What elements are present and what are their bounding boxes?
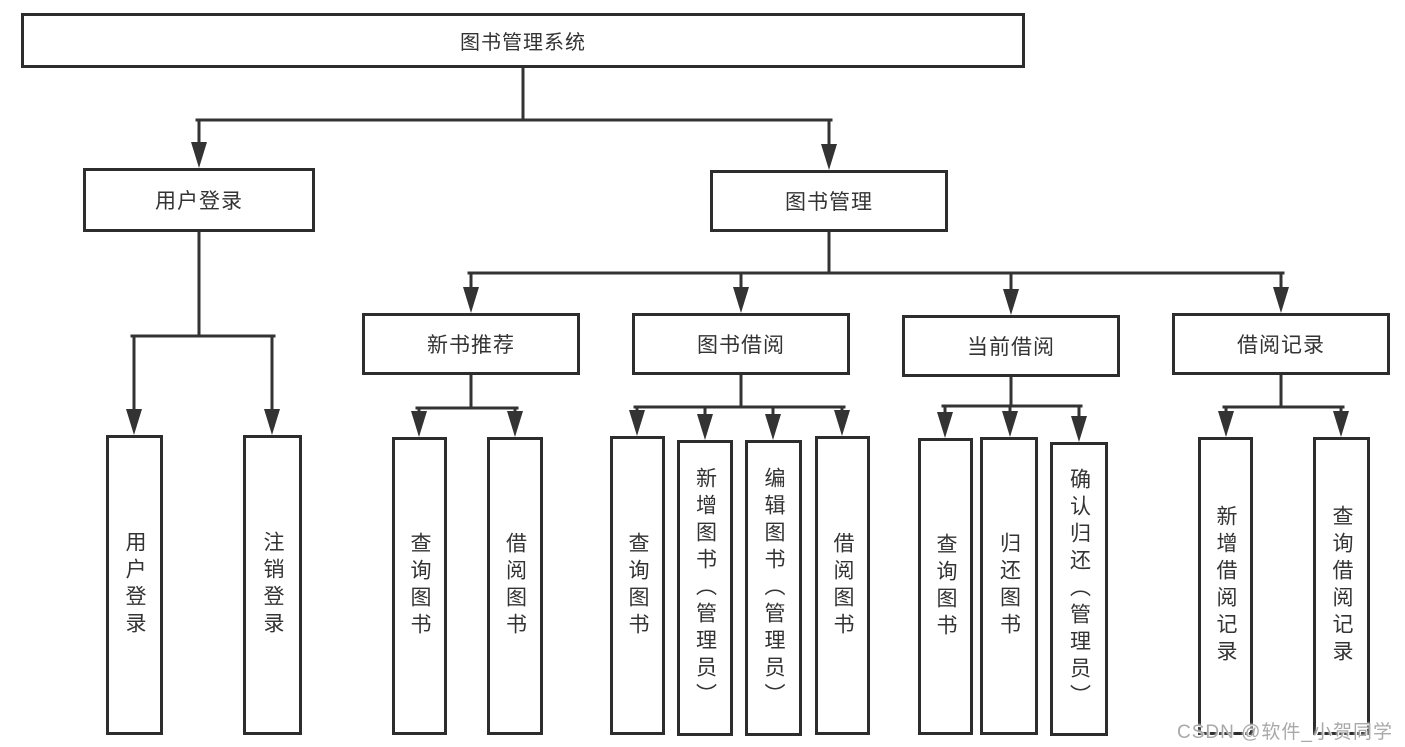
root-node-label: 图书管理系统 [460,32,586,54]
node-borrowing-records: 借阅记录 [1172,313,1390,375]
leaf-query-books-borrowing-label: 查询图书 [626,531,649,640]
leaf-borrow-books: 借阅图书 [815,436,870,735]
leaf-edit-books-admin-label: 编辑图书（管理员） [762,466,785,710]
leaf-add-books-admin-label: 新增图书（管理员） [693,466,717,710]
root-node-library-system: 图书管理系统 [21,13,1025,68]
node-book-management: 图书管理 [710,170,948,232]
leaf-query-books-recommend-label: 查询图书 [408,532,431,640]
leaf-query-books-borrowing: 查询图书 [610,436,665,735]
node-book-borrowing: 图书借阅 [632,313,850,375]
node-current-borrowing: 当前借阅 [902,315,1120,377]
tree-edges [130,66,1345,423]
leaf-confirm-return-admin-label: 确认归还（管理员） [1067,467,1091,711]
leaf-add-books-admin: 新增图书（管理员） [677,440,733,736]
leaf-query-books-recommend: 查询图书 [392,437,447,735]
node-current-borrowing-label: 当前借阅 [967,336,1055,359]
leaf-borrow-books-recommend: 借阅图书 [487,437,543,735]
leaf-user-login-label: 用户登录 [123,531,146,639]
node-new-book-recommend: 新书推荐 [362,313,580,375]
leaf-return-books-label: 归还图书 [997,532,1021,640]
leaf-query-borrow-record: 查询借阅记录 [1313,437,1370,735]
leaf-add-borrow-record-label: 新增借阅记录 [1214,505,1237,667]
node-book-borrowing-label: 图书借阅 [697,334,785,357]
csdn-watermark: CSDN @软件_小贺同学 [1177,722,1393,743]
leaf-query-borrow-record-label: 查询借阅记录 [1330,505,1353,667]
leaf-query-books-current: 查询图书 [918,438,973,735]
node-new-book-recommend-label: 新书推荐 [427,334,515,357]
node-user-login-label: 用户登录 [155,190,243,213]
node-book-management-label: 图书管理 [785,191,873,214]
node-user-login: 用户登录 [83,168,315,232]
leaf-add-borrow-record: 新增借阅记录 [1198,437,1253,735]
leaf-borrow-books-recommend-label: 借阅图书 [503,532,527,640]
leaf-borrow-books-label: 借阅图书 [831,531,854,640]
leaf-logout-label: 注销登录 [261,531,284,639]
leaf-return-books: 归还图书 [980,437,1038,735]
node-borrowing-records-label: 借阅记录 [1237,334,1325,357]
leaf-logout: 注销登录 [243,435,302,735]
leaf-confirm-return-admin: 确认归还（管理员） [1050,442,1108,736]
leaf-user-login: 用户登录 [106,435,163,735]
arrowhead-icon [126,142,1349,442]
leaf-edit-books-admin: 编辑图书（管理员） [745,440,802,736]
leaf-query-books-current-label: 查询图书 [934,532,957,641]
